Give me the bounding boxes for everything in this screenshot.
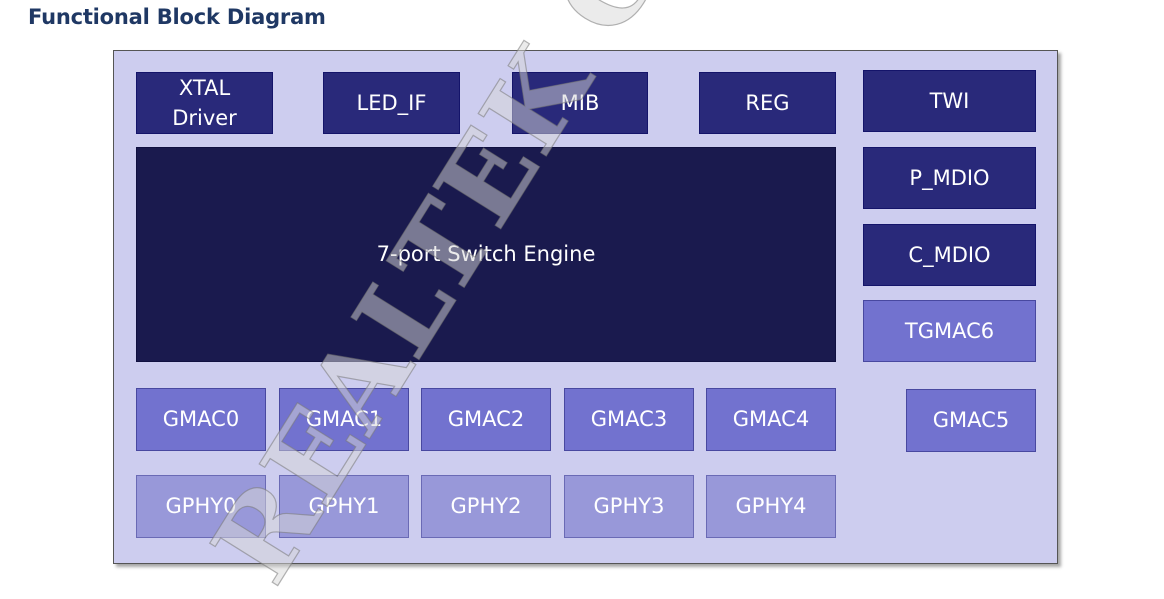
- reg-block: REG: [699, 72, 836, 134]
- switch-engine-label: 7-port Switch Engine: [376, 242, 596, 267]
- gmac0-label: GMAC0: [162, 407, 240, 432]
- gphy3-block: GPHY3: [564, 475, 694, 538]
- mib-block: MIB: [512, 72, 648, 134]
- gphy1-label: GPHY1: [308, 494, 380, 519]
- mib-label: MIB: [560, 90, 600, 115]
- gmac2-block: GMAC2: [421, 388, 551, 451]
- twi-block: TWI: [863, 70, 1036, 132]
- gmac4-block: GMAC4: [706, 388, 836, 451]
- gphy0-label: GPHY0: [165, 494, 237, 519]
- gmac4-label: GMAC4: [732, 407, 810, 432]
- gmac0-block: GMAC0: [136, 388, 266, 451]
- gphy3-label: GPHY3: [593, 494, 665, 519]
- p-mdio-block: P_MDIO: [863, 147, 1036, 209]
- gmac1-label: GMAC1: [305, 407, 383, 432]
- tgmac6-block: TGMAC6: [863, 300, 1036, 362]
- gphy0-block: GPHY0: [136, 475, 266, 538]
- c-mdio-block: C_MDIO: [863, 224, 1036, 286]
- gphy2-block: GPHY2: [421, 475, 551, 538]
- xtal-driver-block: XTAL Driver: [136, 72, 273, 134]
- led-if-block: LED_IF: [323, 72, 460, 134]
- gmac3-block: GMAC3: [564, 388, 694, 451]
- led-if-label: LED_IF: [356, 90, 427, 115]
- p-mdio-label: P_MDIO: [909, 165, 990, 190]
- reg-label: REG: [745, 90, 790, 115]
- tgmac6-label: TGMAC6: [904, 318, 995, 343]
- gmac1-block: GMAC1: [279, 388, 409, 451]
- gphy1-block: GPHY1: [279, 475, 409, 538]
- gphy2-label: GPHY2: [450, 494, 522, 519]
- gmac5-block: GMAC5: [906, 389, 1036, 452]
- gmac5-label: GMAC5: [932, 408, 1010, 433]
- gmac2-label: GMAC2: [447, 407, 525, 432]
- switch-engine-block: 7-port Switch Engine: [136, 147, 836, 362]
- c-mdio-label: C_MDIO: [908, 242, 991, 267]
- gmac3-label: GMAC3: [590, 407, 668, 432]
- gphy4-block: GPHY4: [706, 475, 836, 538]
- xtal-driver-label: XTAL Driver: [172, 75, 237, 130]
- gphy4-label: GPHY4: [735, 494, 807, 519]
- twi-label: TWI: [929, 88, 970, 113]
- diagram-heading: Functional Block Diagram: [28, 5, 326, 29]
